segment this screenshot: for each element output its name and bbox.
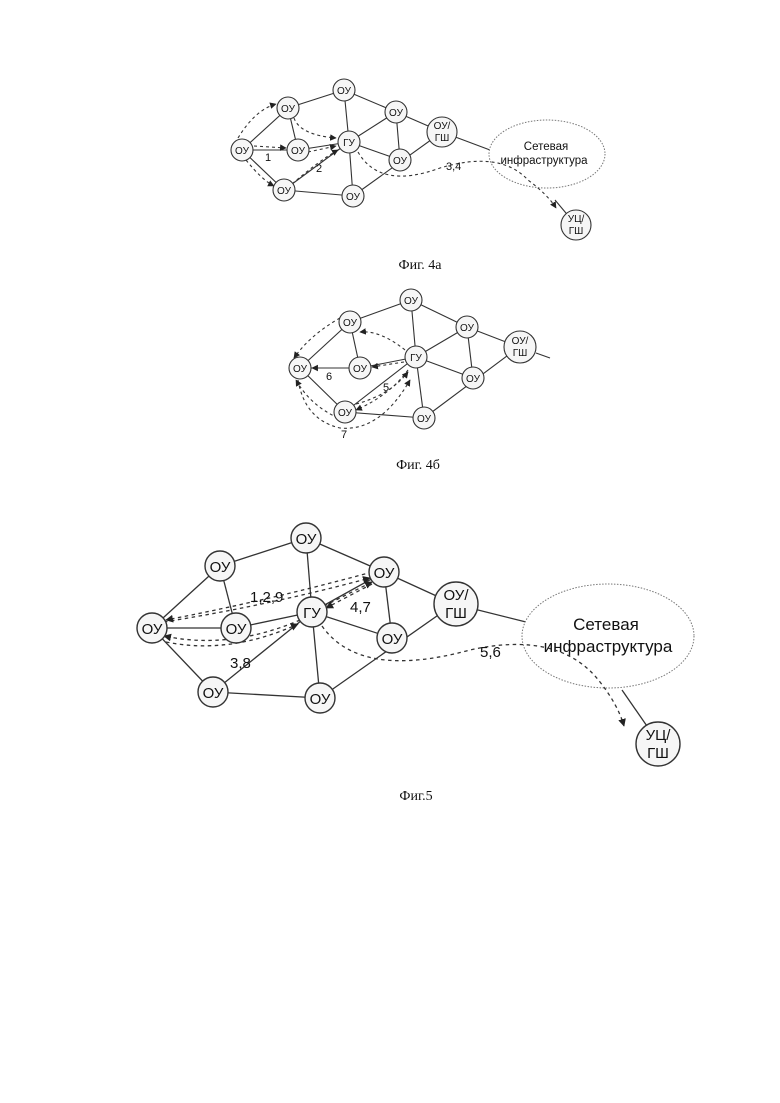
fig5-node-ou: ОУ bbox=[137, 613, 167, 643]
svg-text:ОУ/: ОУ/ bbox=[512, 336, 529, 347]
fig5-cloud-label-line1: Сетевая bbox=[573, 615, 639, 634]
fig4b-caption: Фиг. 4б bbox=[358, 458, 478, 474]
svg-text:ГШ: ГШ bbox=[435, 133, 450, 144]
fig5-node-ou: ОУ bbox=[291, 523, 321, 553]
fig5-node-ou: ОУ bbox=[221, 613, 251, 643]
svg-text:ОУ: ОУ bbox=[338, 408, 353, 419]
fig4a-node-ou: ОУ bbox=[277, 97, 299, 119]
svg-text:ОУ/: ОУ/ bbox=[443, 587, 469, 604]
fig4b-node-ou: ОУ bbox=[456, 316, 478, 338]
fig4b-step-label-6: 6 bbox=[326, 371, 332, 383]
svg-text:ГШ: ГШ bbox=[513, 348, 528, 359]
svg-text:ГУ: ГУ bbox=[303, 605, 321, 622]
fig5-diagram: Сетевая инфраструктура 1,2,9 4,7 3,8 5,6… bbox=[137, 523, 694, 766]
svg-text:ОУ: ОУ bbox=[291, 146, 306, 157]
fig5-step-label-1-2-9: 1,2,9 bbox=[250, 589, 283, 606]
svg-text:ОУ: ОУ bbox=[226, 621, 247, 638]
svg-text:ГУ: ГУ bbox=[343, 138, 355, 149]
fig4a-cloud-label-line1: Сетевая bbox=[524, 141, 568, 153]
svg-text:ОУ: ОУ bbox=[142, 621, 163, 638]
fig4a-node-ou: ОУ bbox=[231, 139, 253, 161]
fig4a-step-label-1: 1 bbox=[265, 152, 271, 164]
fig5-node-ou: ОУ bbox=[198, 677, 228, 707]
fig4a-cloud-label-line2: инфраструктура bbox=[500, 155, 588, 167]
fig5-node-uc-gsh: УЦ/ГШ bbox=[636, 722, 680, 766]
fig4a-node-ou: ОУ bbox=[273, 179, 295, 201]
svg-text:ОУ: ОУ bbox=[393, 156, 408, 167]
fig4a-node-gu: ГУ bbox=[338, 131, 360, 153]
fig5-step-label-5-6: 5,6 bbox=[480, 644, 501, 661]
fig4b-node-ou: ОУ bbox=[339, 311, 361, 333]
svg-text:ОУ: ОУ bbox=[404, 296, 419, 307]
svg-text:ОУ: ОУ bbox=[466, 374, 481, 385]
svg-text:ОУ/: ОУ/ bbox=[434, 121, 451, 132]
svg-text:ОУ: ОУ bbox=[296, 531, 317, 548]
fig4a-node-ou: ОУ bbox=[385, 101, 407, 123]
fig4b-node-ou-gsh: ОУ/ГШ bbox=[504, 331, 536, 363]
svg-text:ОУ: ОУ bbox=[203, 685, 224, 702]
fig4a-caption: Фиг. 4а bbox=[360, 258, 480, 274]
fig4a-network-cloud bbox=[489, 120, 605, 188]
fig4a-step-label-2: 2 bbox=[316, 163, 322, 175]
svg-text:ОУ: ОУ bbox=[382, 631, 403, 648]
fig4a-node-ou-gsh: ОУ/ГШ bbox=[427, 117, 457, 147]
fig4b-node-ou: ОУ bbox=[349, 357, 371, 379]
svg-text:ГШ: ГШ bbox=[647, 745, 669, 762]
svg-text:ГШ: ГШ bbox=[445, 605, 467, 622]
fig4b-node-ou: ОУ bbox=[334, 401, 356, 423]
fig4b-node-ou: ОУ bbox=[289, 357, 311, 379]
fig4b-diagram: 5 6 7 ОУ ОУ ОУ ОУ ОУ ГУ ОУ ОУ ОУ ОУ/ГШ bbox=[289, 289, 550, 441]
fig4b-node-ou: ОУ bbox=[413, 407, 435, 429]
fig5-node-ou: ОУ bbox=[369, 557, 399, 587]
fig5-node-ou: ОУ bbox=[377, 623, 407, 653]
svg-text:ОУ: ОУ bbox=[343, 318, 358, 329]
svg-text:ОУ: ОУ bbox=[417, 414, 432, 425]
svg-text:ОУ: ОУ bbox=[374, 565, 395, 582]
svg-text:ОУ: ОУ bbox=[293, 364, 308, 375]
svg-text:ГШ: ГШ bbox=[569, 226, 584, 237]
fig5-caption: Фиг.5 bbox=[356, 789, 476, 805]
fig5-node-ou-gsh: ОУ/ГШ bbox=[434, 582, 478, 626]
fig4a-step-label-3: 3,4 bbox=[446, 161, 461, 173]
svg-text:ОУ: ОУ bbox=[235, 146, 250, 157]
fig4b-step-label-5: 5 bbox=[383, 382, 389, 394]
fig5-node-ou: ОУ bbox=[305, 683, 335, 713]
fig4a-node-uc-gsh: УЦ/ГШ bbox=[561, 210, 591, 240]
svg-text:ОУ: ОУ bbox=[460, 323, 475, 334]
svg-text:УЦ/: УЦ/ bbox=[568, 214, 585, 225]
fig4b-node-gu: ГУ bbox=[405, 346, 427, 368]
svg-text:ОУ: ОУ bbox=[281, 104, 296, 115]
fig4a-node-ou: ОУ bbox=[287, 139, 309, 161]
fig4a-node-ou: ОУ bbox=[389, 149, 411, 171]
svg-text:УЦ/: УЦ/ bbox=[646, 727, 672, 744]
svg-text:ОУ: ОУ bbox=[389, 108, 404, 119]
svg-text:ГУ: ГУ bbox=[410, 353, 422, 364]
svg-text:ОУ: ОУ bbox=[337, 86, 352, 97]
fig4a-node-ou: ОУ bbox=[342, 185, 364, 207]
fig4b-node-ou: ОУ bbox=[400, 289, 422, 311]
fig4a-node-ou: ОУ bbox=[333, 79, 355, 101]
svg-text:ОУ: ОУ bbox=[210, 559, 231, 576]
fig5-step-label-4-7: 4,7 bbox=[350, 599, 371, 616]
svg-text:ОУ: ОУ bbox=[310, 691, 331, 708]
fig5-node-gu: ГУ bbox=[297, 597, 327, 627]
svg-text:ОУ: ОУ bbox=[346, 192, 361, 203]
fig4b-node-ou: ОУ bbox=[462, 367, 484, 389]
fig4a-diagram: Сетевая инфраструктура 1 2 3,4 ОУ ОУ ОУ … bbox=[231, 79, 605, 240]
svg-text:ОУ: ОУ bbox=[277, 186, 292, 197]
fig5-step-label-3-8: 3,8 bbox=[230, 655, 251, 672]
fig5-network-cloud bbox=[522, 584, 694, 688]
svg-text:ОУ: ОУ bbox=[353, 364, 368, 375]
fig5-node-ou: ОУ bbox=[205, 551, 235, 581]
fig4b-step-label-7: 7 bbox=[341, 429, 347, 441]
